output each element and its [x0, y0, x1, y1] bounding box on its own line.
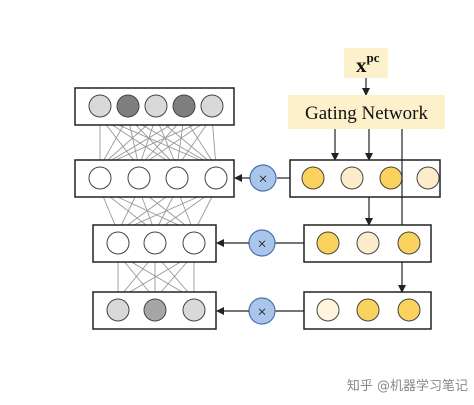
network-node [172, 94, 196, 118]
watermark: 知乎 @机器学习笔记 [347, 378, 468, 394]
network-node [116, 94, 140, 118]
multiply-row-1: × [234, 164, 290, 192]
gate-node [356, 231, 380, 255]
network-node [106, 231, 130, 255]
input-label: xpc [356, 50, 380, 77]
network-node [143, 298, 167, 322]
network-node [204, 166, 228, 190]
gate-node [397, 298, 421, 322]
multiply-row-3: × [216, 297, 304, 325]
gating-output-arrows [331, 129, 406, 293]
network-connections [99, 116, 217, 300]
network-node [182, 298, 206, 322]
multiply-row-2: × [216, 229, 304, 257]
gating-network-label: Gating Network [305, 103, 428, 124]
network-node [182, 231, 206, 255]
network-node [127, 166, 151, 190]
gate-node [340, 166, 364, 190]
gate-node [356, 298, 380, 322]
input-box [344, 48, 388, 78]
multiply-symbol: × [257, 236, 266, 253]
gate-node [416, 166, 440, 190]
network-node [165, 166, 189, 190]
multiply-symbol: × [258, 171, 267, 188]
network-node [143, 231, 167, 255]
gate-node [301, 166, 325, 190]
multiply-symbol: × [257, 304, 266, 321]
gate-node [316, 231, 340, 255]
network-node [88, 94, 112, 118]
nodes [88, 94, 440, 322]
gate-node [316, 298, 340, 322]
network-node [200, 94, 224, 118]
gating-network-box [288, 95, 445, 129]
network-node [106, 298, 130, 322]
gate-node [379, 166, 403, 190]
gate-node [397, 231, 421, 255]
network-node [144, 94, 168, 118]
network-node [88, 166, 112, 190]
